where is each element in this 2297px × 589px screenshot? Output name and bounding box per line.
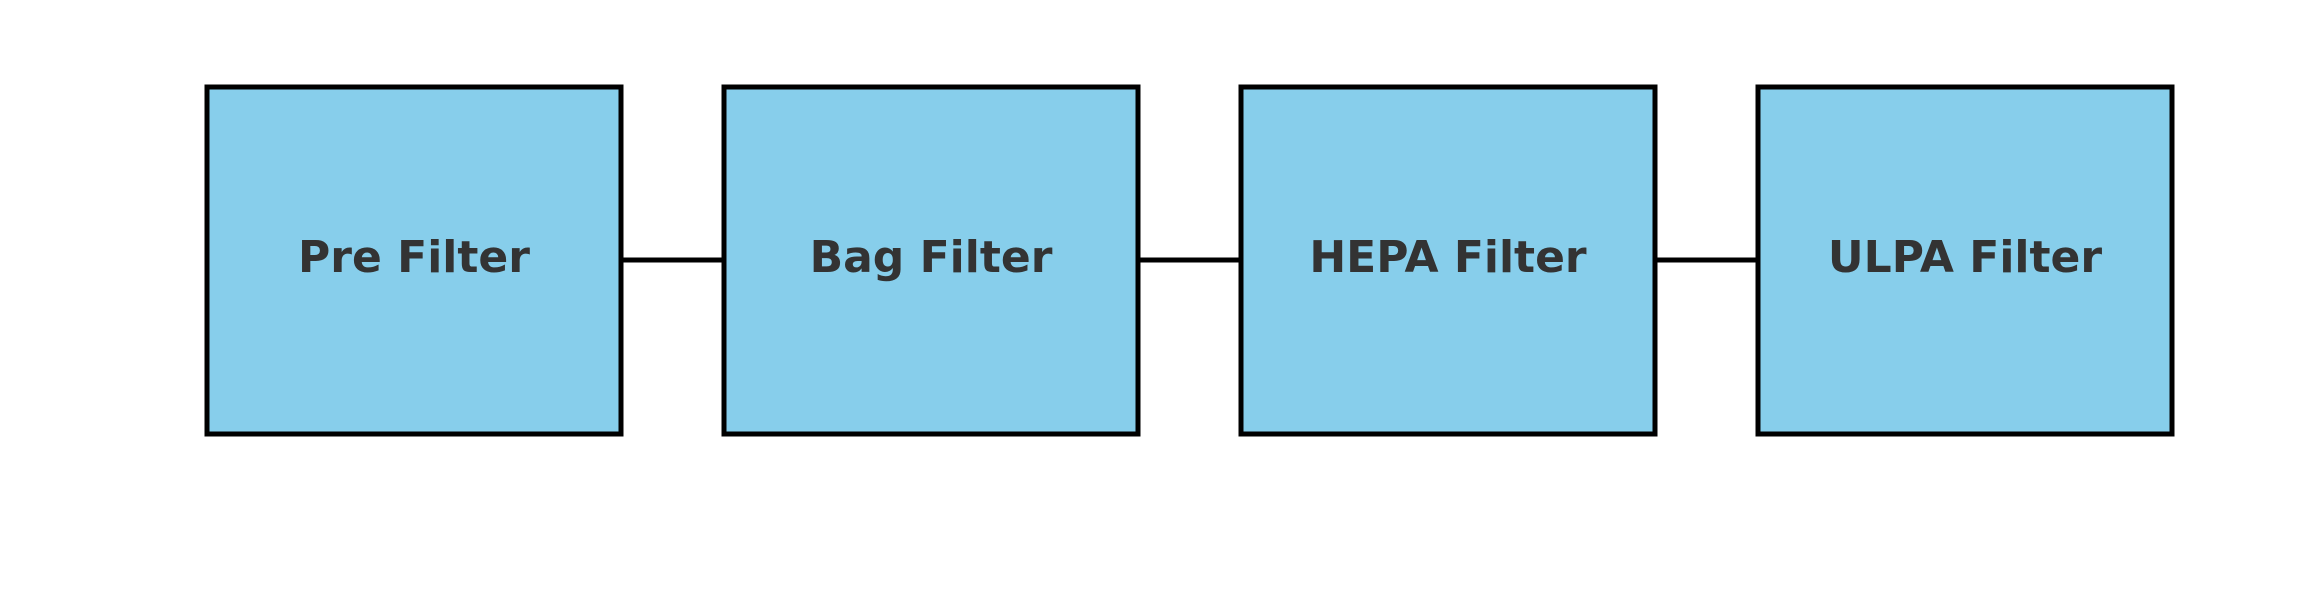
node-pre-filter: Pre Filter [204, 84, 624, 437]
node-box [1755, 84, 2175, 437]
node-label: Bag Filter [810, 232, 1053, 283]
node-box [1238, 84, 1658, 437]
node-hepa-filter: HEPA Filter [1238, 84, 1658, 437]
node-bag-filter: Bag Filter [721, 84, 1141, 437]
node-ulpa-filter: ULPA Filter [1755, 84, 2175, 437]
node-box [721, 84, 1141, 437]
node-label: Pre Filter [298, 232, 530, 283]
node-box [204, 84, 624, 437]
node-label: HEPA Filter [1309, 232, 1587, 283]
node-label: ULPA Filter [1828, 232, 2102, 283]
